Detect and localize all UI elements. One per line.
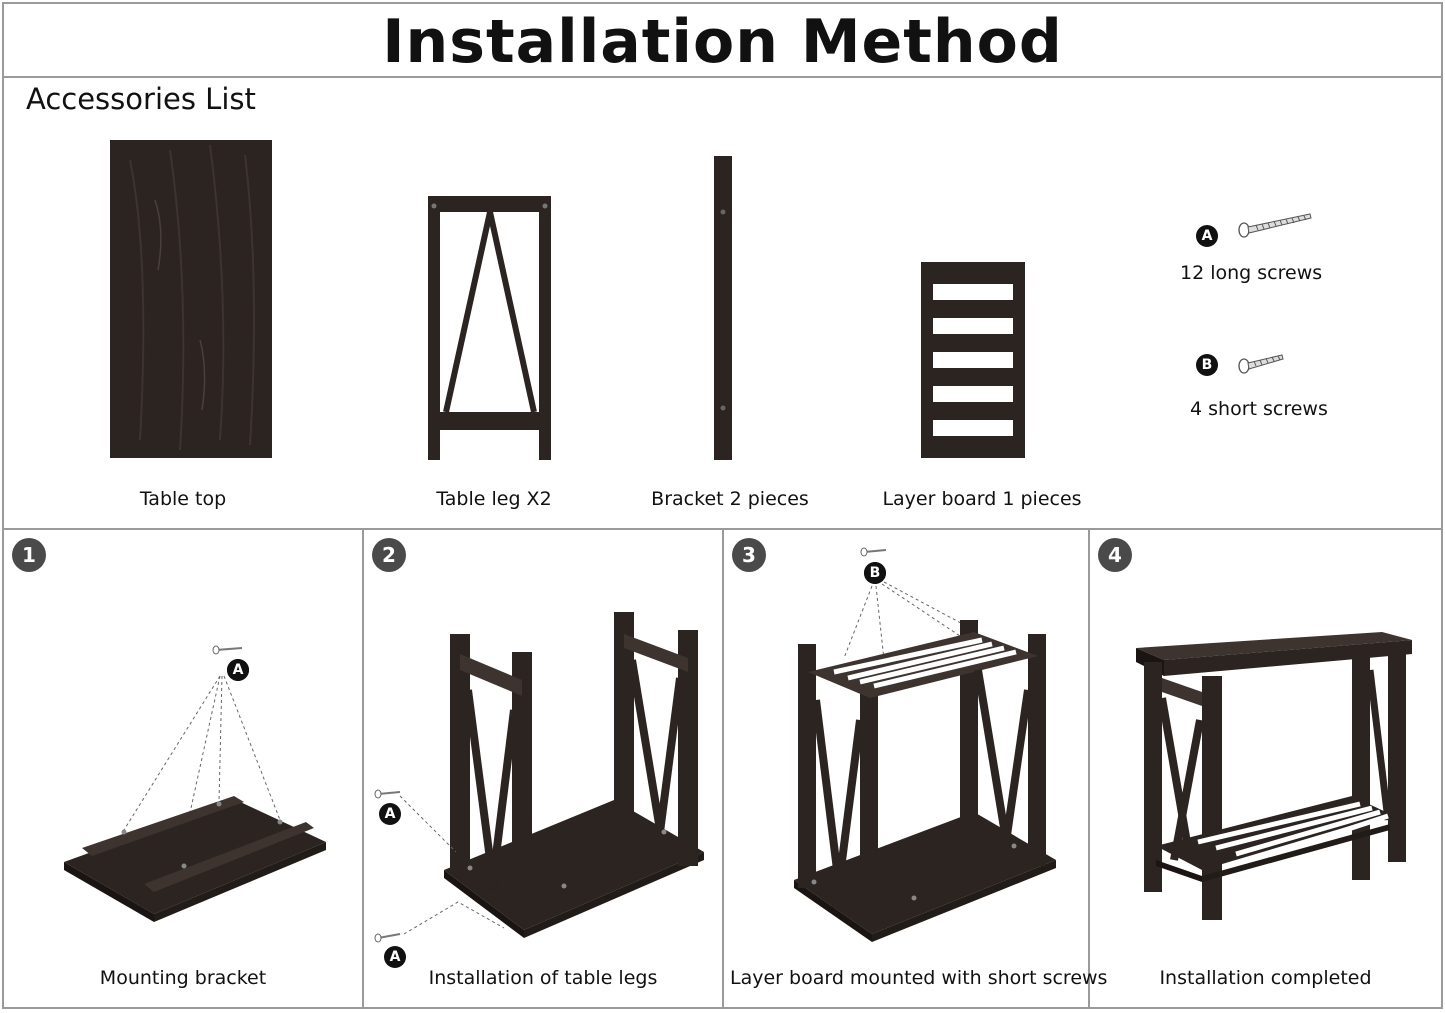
step-number: 4	[1098, 538, 1132, 572]
step-caption: Installation of table legs	[428, 967, 658, 989]
step-2-screw-badge-bottom: A	[384, 946, 406, 968]
step-2-screw-badge-top: A	[379, 803, 401, 825]
short-screw-icon	[1238, 354, 1284, 374]
step-2-illustration	[374, 612, 704, 943]
step-number: 3	[732, 538, 766, 572]
page-title: Installation Method	[382, 7, 1063, 77]
bracket-caption: Bracket 2 pieces	[651, 488, 809, 510]
step-4-illustration	[1136, 632, 1412, 920]
long-screw-icon	[1238, 213, 1312, 238]
accessories-title: Accessories List	[26, 82, 256, 116]
step-3-screw-badge: B	[864, 562, 886, 584]
layer-board-caption: Layer board 1 pieces	[882, 488, 1082, 510]
short-screws-caption: 4 short screws	[1190, 398, 1328, 420]
step-caption: Mounting bracket	[99, 967, 267, 989]
bracket-illustration	[714, 156, 732, 460]
screw-a-badge: A	[1196, 225, 1218, 247]
step-caption: Installation completed	[1159, 967, 1372, 989]
screw-b-badge: B	[1196, 354, 1218, 376]
long-screws-caption: 12 long screws	[1180, 262, 1323, 284]
title-bar: Installation Method	[4, 4, 1441, 78]
step-number: 1	[12, 538, 46, 572]
table-top-illustration	[110, 140, 272, 458]
step-1-screw-badge: A	[227, 659, 249, 681]
step-number: 2	[372, 538, 406, 572]
table-leg-illustration	[428, 196, 551, 460]
layer-board-illustration	[921, 262, 1025, 458]
steps-section: 1 A Mounting bracket	[4, 530, 1441, 1009]
step-3: 3	[724, 530, 1108, 1009]
step-3-illustration	[794, 547, 1056, 942]
step-caption: Layer board mounted with short screws	[730, 967, 1108, 989]
accessories-section: Accessories List Table top Table leg X2 …	[4, 76, 1441, 530]
step-2: 2	[364, 530, 724, 1009]
step-1-illustration	[64, 645, 326, 922]
table-leg-caption: Table leg X2	[436, 488, 552, 510]
step-1: 1 A Mounting bracket	[4, 530, 364, 1009]
step-4: 4 Install	[1090, 530, 1441, 1009]
table-top-caption: Table top	[139, 488, 227, 510]
